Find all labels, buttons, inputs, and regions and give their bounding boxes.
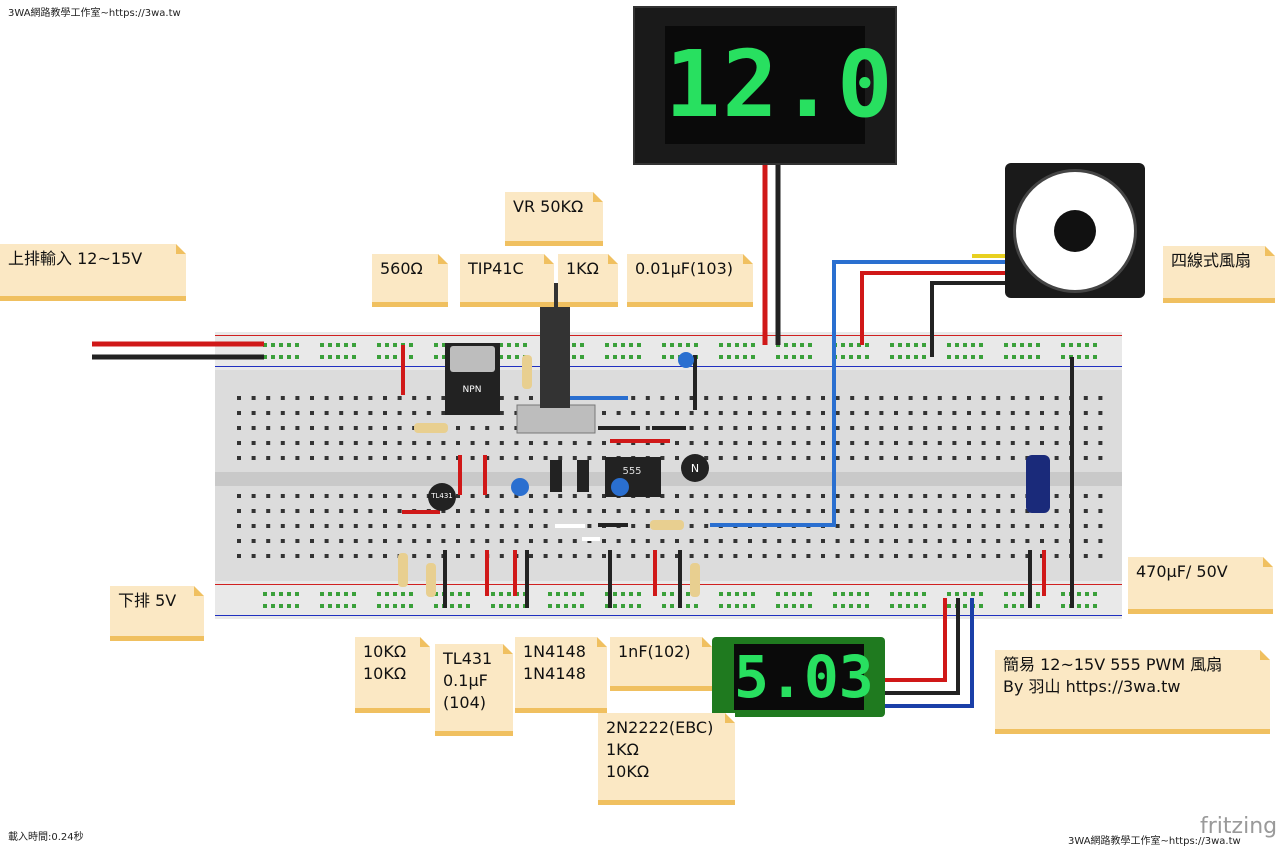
- note-1k-ohm: 1KΩ: [558, 254, 618, 307]
- note-lower-5v: 下排 5V: [110, 586, 204, 641]
- fan-blue-wire: [710, 260, 1005, 527]
- transistor-label: N: [691, 462, 699, 475]
- diode-1: [550, 460, 562, 492]
- note-cap-102: 1nF(102): [610, 637, 712, 691]
- watermark-bottom-left: 載入時間:0.24秒: [8, 832, 84, 843]
- note-1n4148: 1N4148 1N4148: [515, 637, 607, 713]
- tip41c-tab: [450, 346, 495, 372]
- resistor-10k-3: [690, 563, 700, 597]
- top-power-rail: [215, 332, 1122, 370]
- note-560-ohm: 560Ω: [372, 254, 448, 307]
- breadboard: [215, 332, 1122, 619]
- center-channel: [215, 472, 1122, 486]
- tl431-mark: TL431: [430, 492, 453, 500]
- note-tip41c: TIP41C: [460, 254, 554, 307]
- note-10k-pair: 10KΩ 10KΩ: [355, 637, 430, 713]
- small-meter-red-wire: [885, 598, 947, 682]
- fan-black-wire: [930, 281, 1005, 357]
- note-2n2222: 2N2222(EBC) 1KΩ 10KΩ: [598, 713, 735, 805]
- resistor-10k-1: [398, 553, 408, 587]
- voltmeter-small-readout: 5.03: [734, 643, 874, 711]
- tip41c-mark: NPN: [463, 385, 482, 395]
- cap-103: [678, 352, 694, 368]
- cap-104: [511, 478, 529, 496]
- fritzing-logo: fritzing: [1200, 814, 1278, 839]
- transistor-2n2222: [681, 454, 709, 482]
- small-meter-blue-wire: [885, 598, 974, 708]
- voltmeter-large-readout: 12.0: [665, 26, 893, 144]
- tl431-body: [428, 483, 456, 511]
- cap-102: [611, 478, 629, 496]
- fan-red-wire: [860, 271, 1005, 345]
- note-cap-103: 0.01µF(103): [627, 254, 753, 307]
- watermark-bottom-right: 3WA網路教學工作室~https://3wa.tw: [1068, 836, 1241, 847]
- cap-470uf: [1026, 455, 1050, 513]
- resistor-1k-top: [522, 355, 532, 389]
- breadboard-holes: [237, 343, 1103, 608]
- resistor-1k: [650, 520, 684, 530]
- note-cap-470uf: 470µF/ 50V: [1128, 557, 1273, 614]
- small-meter-black-wire: [885, 598, 960, 695]
- fan-hub: [1054, 210, 1096, 252]
- resistor-10k-2: [426, 563, 436, 597]
- ic-555-label: 555: [622, 466, 641, 477]
- note-input-top: 上排輸入 12~15V: [0, 244, 186, 301]
- resistor-560: [414, 423, 448, 433]
- voltmeter-small: 5.03: [712, 637, 885, 717]
- potentiometer-base: [516, 404, 596, 434]
- fan: [1005, 163, 1145, 298]
- diode-2: [577, 460, 589, 492]
- fan-blades: [1013, 169, 1137, 293]
- note-vr-50k: VR 50KΩ: [505, 192, 603, 246]
- note-title: 簡易 12~15V 555 PWM 風扇 By 羽山 https://3wa.t…: [995, 650, 1270, 734]
- watermark-top-left: 3WA網路教學工作室~https://3wa.tw: [8, 8, 181, 19]
- note-tl431: TL431 0.1µF (104): [435, 644, 513, 736]
- voltmeter-large: 12.0: [633, 6, 897, 165]
- note-fan: 四線式風扇: [1163, 246, 1275, 303]
